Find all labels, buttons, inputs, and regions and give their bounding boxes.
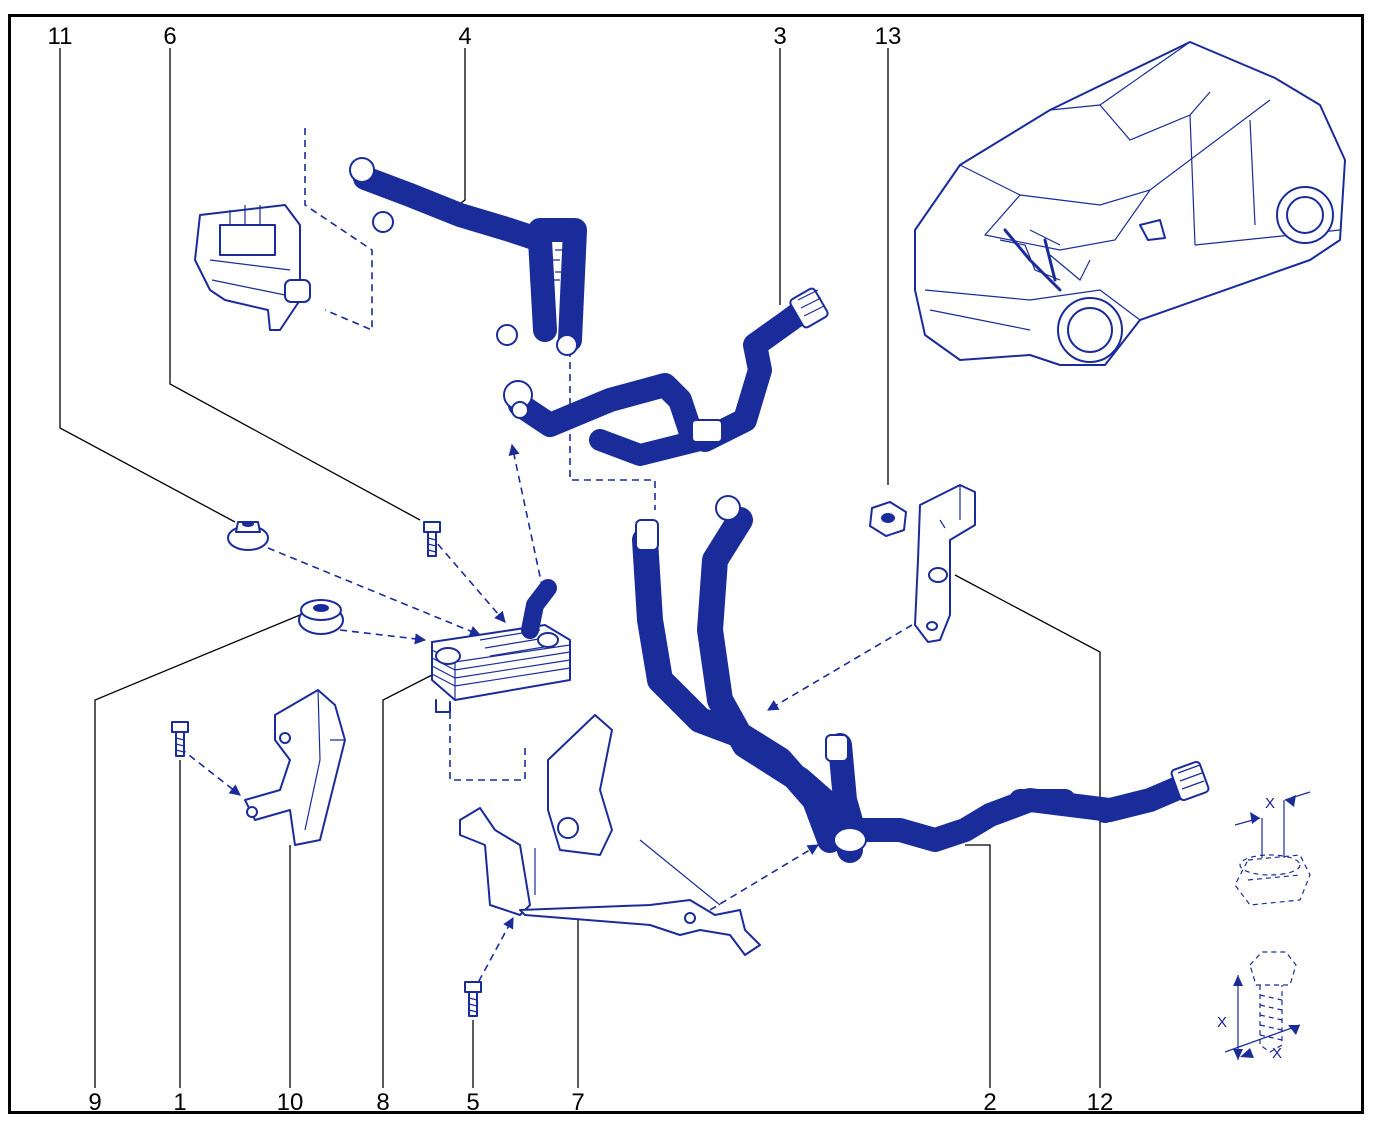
callout-3: 3: [773, 23, 786, 50]
callout-6: 6: [163, 23, 176, 50]
callout-4: 4: [458, 23, 471, 50]
detail-label-x-bolt-length: X: [1217, 1014, 1227, 1031]
callout-numbers: 11 6 4 3 13 9 1 10 8 5 7 2 12: [48, 23, 1114, 1116]
detail-labels: X X X: [1217, 795, 1282, 1062]
part-13-nut: [869, 501, 907, 537]
part-10-bracket: [244, 689, 346, 846]
assembly-lines: [179, 128, 913, 993]
leader-lines: [59, 48, 1101, 1088]
detail-bolt-thread: [1224, 951, 1301, 1060]
callout-11: 11: [48, 23, 73, 50]
part-1-bolt: [171, 721, 189, 757]
part-8-heat-exchanger: [431, 579, 571, 713]
part-3-hose: [503, 287, 829, 466]
detail-nut-thread: [1234, 791, 1311, 906]
callout-10: 10: [277, 1089, 304, 1116]
callout-8: 8: [376, 1089, 389, 1116]
part-2-hose-assembly: [632, 495, 1210, 863]
callout-9: 9: [88, 1089, 101, 1116]
part-5-bolt: [464, 981, 482, 1017]
callout-1: 1: [173, 1089, 186, 1116]
diagram-frame: [8, 14, 1364, 1114]
part-11-nut: [227, 521, 269, 551]
car-illustration: [914, 41, 1346, 366]
callout-7: 7: [571, 1089, 584, 1116]
part-4-valve-and-hose: [194, 157, 587, 356]
part-9-grommet: [298, 599, 344, 635]
callout-12: 12: [1087, 1089, 1114, 1116]
detail-label-x-nut: X: [1265, 795, 1275, 812]
part-12-bracket: [914, 484, 976, 643]
part-7-support-bracket: [459, 714, 761, 956]
callout-2: 2: [983, 1089, 996, 1116]
callout-13: 13: [875, 23, 902, 50]
detail-label-x-bolt-diameter: X: [1272, 1045, 1282, 1062]
part-6-bolt: [423, 521, 441, 557]
callout-5: 5: [466, 1089, 479, 1116]
